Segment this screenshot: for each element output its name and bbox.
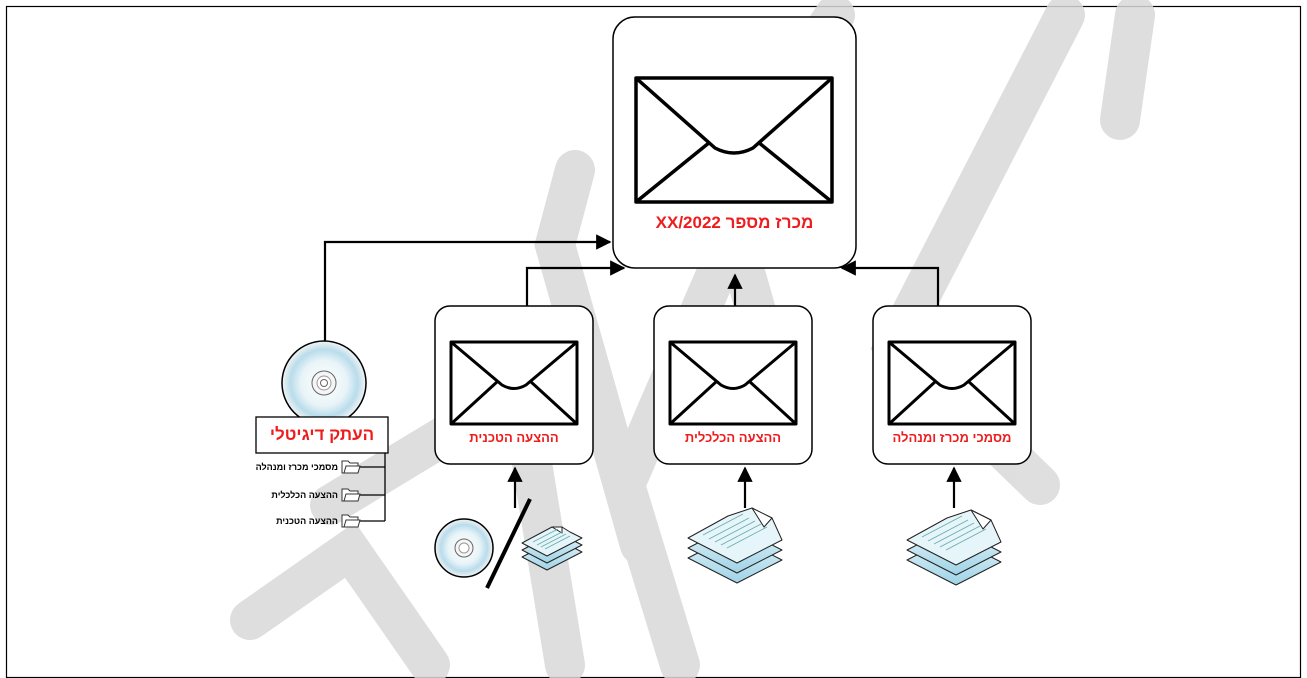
- folder-icon: [341, 460, 361, 474]
- documents-stack-icon: [687, 507, 783, 584]
- input-arrows: [507, 466, 962, 508]
- digital-copy-box: [255, 416, 389, 454]
- cd-icon: [281, 340, 367, 426]
- documents-stack-icon: [906, 509, 1002, 586]
- folder-icon: [341, 488, 361, 502]
- folder-label: ההצעה הטכנית: [276, 516, 338, 526]
- sub-envelope-tender-docs: [872, 305, 1032, 465]
- or-slash: [485, 498, 532, 589]
- envelope-icon: [668, 340, 798, 426]
- envelope-icon: [449, 340, 579, 426]
- envelope-icon: [634, 76, 834, 204]
- sub-envelope-label-technical: ההצעה הטכנית: [469, 430, 559, 445]
- digital-copy-label: העתק דיגיטלי: [269, 425, 375, 444]
- documents-stack-icon: [521, 526, 583, 571]
- folder-label: מסמכי מכרז ומנהלה: [255, 462, 338, 472]
- connector-arrows: [323, 234, 940, 342]
- main-envelope-label: מכרז מספר XX/2022: [655, 213, 814, 232]
- sub-envelope-label-tender-docs: מסמכי מכרז ומנהלה: [892, 430, 1012, 445]
- folder-label: ההצעה הכלכלית: [271, 490, 338, 500]
- sub-envelope-technical: [434, 305, 594, 465]
- sub-envelope-label-economic: ההצעה הכלכלית: [684, 430, 782, 445]
- main-envelope: [612, 16, 857, 269]
- envelope-icon: [887, 340, 1017, 426]
- folder-tree-lines: [360, 453, 386, 522]
- cd-icon: [434, 518, 494, 578]
- sub-envelope-economic: [653, 305, 813, 465]
- folder-icon: [341, 514, 361, 528]
